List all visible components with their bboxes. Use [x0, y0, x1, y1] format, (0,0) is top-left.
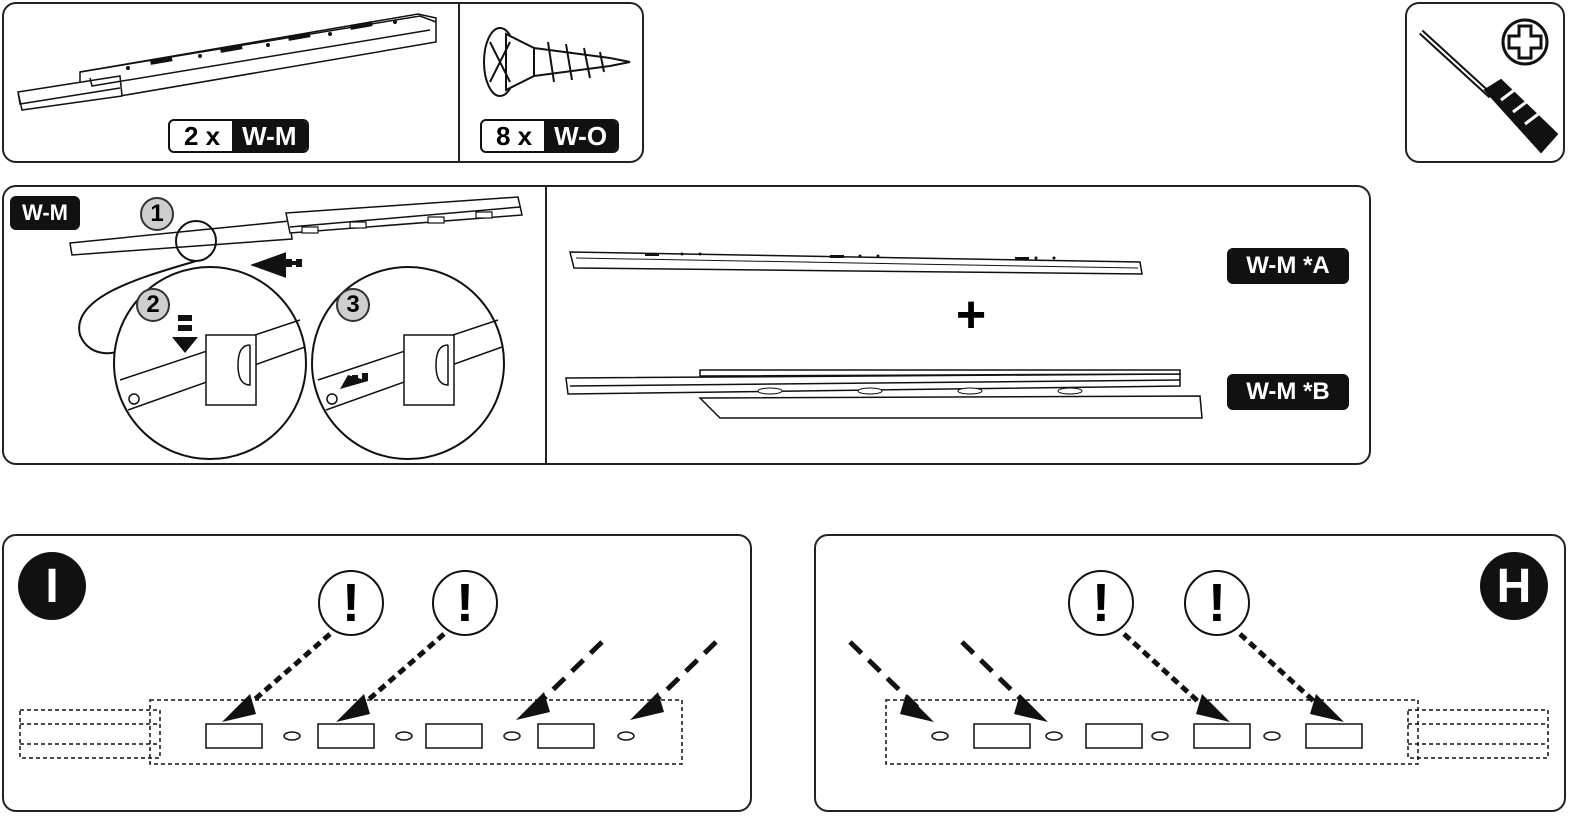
phillips-screwdriver-icon: [1418, 18, 1559, 154]
step-1-badge: 1: [140, 197, 174, 231]
rail-part-b-illustration: [565, 369, 1203, 419]
separation-label: W-M: [10, 196, 80, 230]
screw-code: W-O: [544, 121, 618, 151]
warning-right-2-icon: !: [1184, 570, 1250, 636]
screw-quantity: 8 x: [496, 120, 533, 151]
mounting-right-diagram: [848, 632, 1549, 765]
step-3-badge: 3: [336, 288, 370, 322]
plus-sign: +: [955, 286, 987, 344]
mounting-left-panel: [2, 534, 752, 812]
mounting-right-panel: [814, 534, 1566, 812]
separation-divider: [545, 186, 547, 464]
parts-divider: [458, 3, 460, 162]
step-2-badge: 2: [136, 288, 170, 322]
rail-quantity-label: 2 x W-M: [168, 119, 309, 153]
mounting-right-mark: H: [1480, 552, 1548, 620]
rail-code: W-M: [232, 121, 307, 151]
screw-illustration: [483, 27, 631, 97]
mounting-left-mark: I: [18, 552, 86, 620]
drawer-rail-illustration: [17, 13, 437, 111]
rail-separation-diagram: [69, 196, 523, 460]
part-a-label: W-M *A: [1227, 248, 1349, 284]
rail-quantity: 2 x: [184, 120, 221, 151]
warning-left-1-icon: !: [318, 570, 384, 636]
warning-left-2-icon: !: [432, 570, 498, 636]
warning-right-1-icon: !: [1068, 570, 1134, 636]
part-b-label: W-M *B: [1227, 374, 1349, 410]
screw-quantity-label: 8 x W-O: [480, 119, 620, 153]
mounting-left-diagram: [19, 632, 718, 765]
rail-part-a-illustration: [569, 251, 1143, 275]
